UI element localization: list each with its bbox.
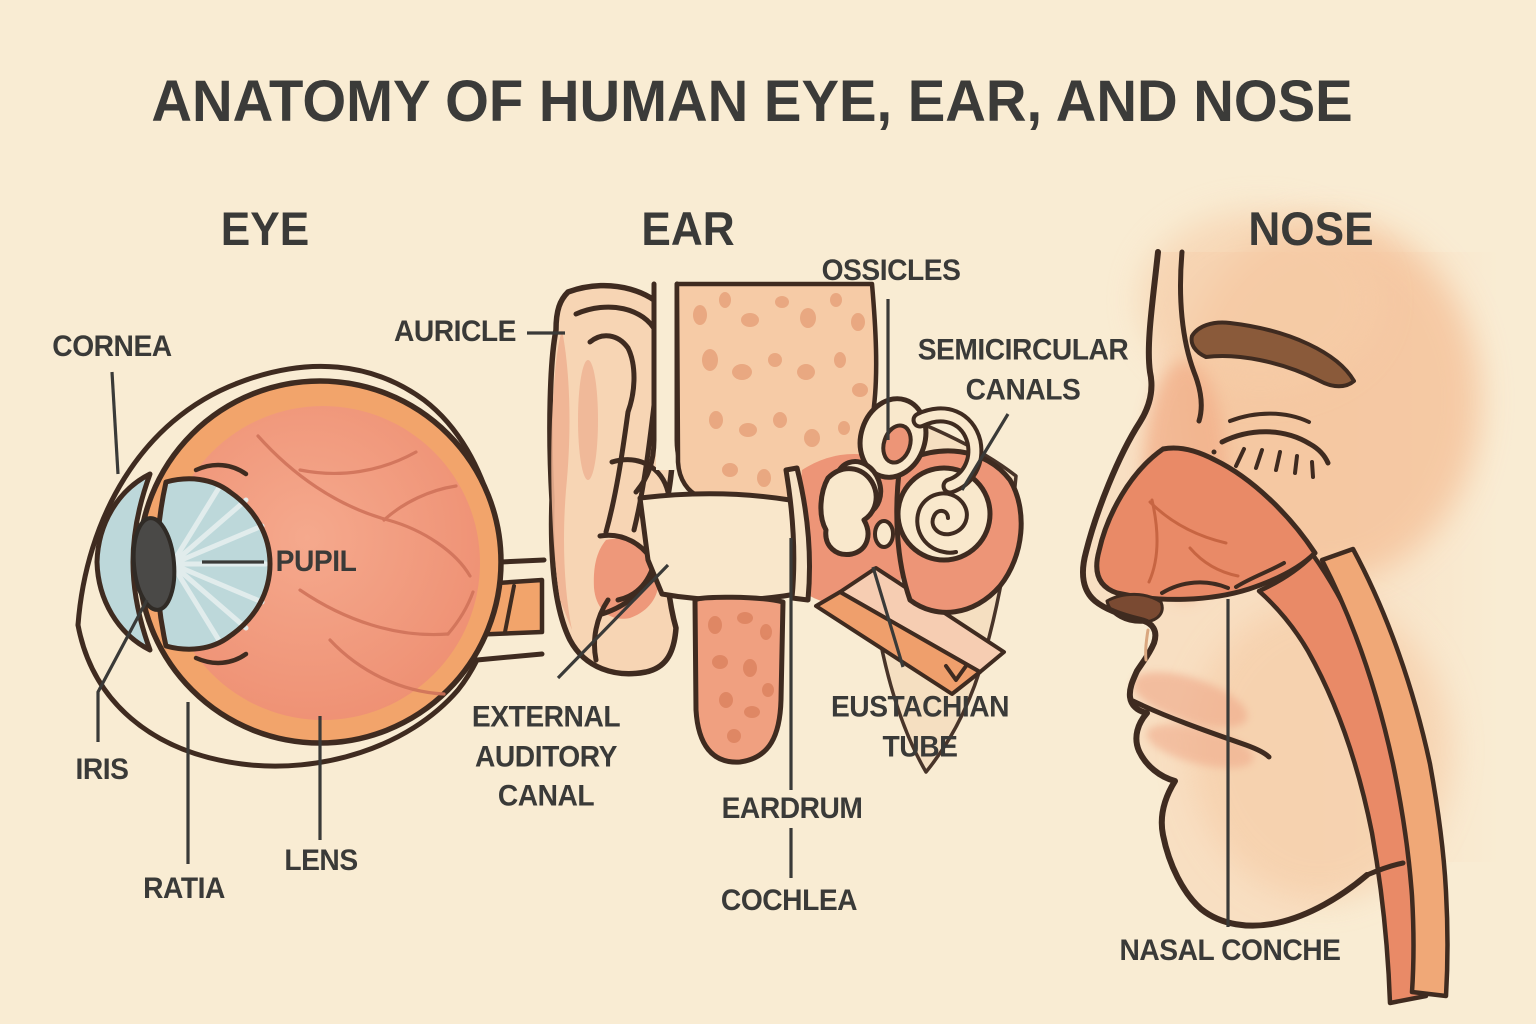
label-line-semicircular-canals [960, 413, 1010, 491]
retinal-veins [256, 434, 475, 696]
closed-eye [1211, 411, 1331, 479]
label-line-eustachian-tube [871, 566, 905, 668]
jaw-extra-line [1364, 860, 1406, 878]
label-auricle: AURICLE [393, 315, 517, 349]
lip-seam [1130, 698, 1272, 760]
nose-diagram [1080, 210, 1536, 1006]
ear-diagram [547, 281, 1024, 774]
face-profile-outline [1080, 249, 1370, 929]
leader-lines [96, 299, 1230, 927]
eye-diagram [75, 363, 547, 769]
label-semicircular-canals: SEMICIRCULAR CANALS [917, 333, 1129, 406]
bone-texture [693, 292, 868, 487]
sclera-outline-bottom [75, 622, 545, 769]
label-eardrum: EARDRUM [721, 792, 863, 826]
eyelashes [1234, 447, 1315, 479]
ear-canal [637, 491, 809, 603]
label-ossicles: OSSICLES [821, 254, 961, 288]
nasal-cavity [1094, 445, 1318, 602]
cochlea-spiral [915, 491, 969, 555]
nasal-concha-lines [1160, 561, 1286, 595]
throat-band [1319, 546, 1450, 999]
label-eustachian-tube: EUSTACHIAN TUBE [830, 690, 1010, 763]
temporal-bone-lower [692, 594, 786, 765]
label-external-auditory-canal: EXTERNAL AUDITORY CANAL [471, 700, 621, 813]
section-heading-ear: EAR [641, 201, 735, 255]
label-nasal-conche: NASAL CONCHE [1119, 934, 1341, 968]
pupil-shape [131, 516, 177, 612]
section-heading-eye: EYE [220, 201, 310, 255]
label-line-iris [96, 599, 149, 742]
label-line-cornea [110, 371, 120, 475]
eyebrow-shape [1189, 320, 1356, 389]
label-cornea: CORNEA [52, 330, 172, 364]
ossicles-shape [818, 466, 895, 557]
bone-texture [708, 612, 774, 743]
section-heading-nose: NOSE [1248, 201, 1374, 255]
philtrum-line [1144, 628, 1150, 662]
auricle-pinna [547, 282, 679, 677]
eye-interior [166, 406, 480, 720]
label-line-external-auditory-canal [556, 563, 670, 680]
poster-title: ANATOMY OF HUMAN EYE, EAR, AND NOSE [151, 69, 1353, 134]
label-iris: IRIS [75, 753, 129, 787]
label-ratia: RATIA [143, 872, 225, 906]
temporal-bone-upper [674, 281, 906, 510]
label-pupil: PUPIL [275, 545, 357, 579]
ciliary-attachments [193, 462, 249, 666]
label-cochlea: COCHLEA [720, 884, 858, 918]
nasal-bone-line [1178, 249, 1204, 424]
label-lens: LENS [284, 844, 358, 878]
